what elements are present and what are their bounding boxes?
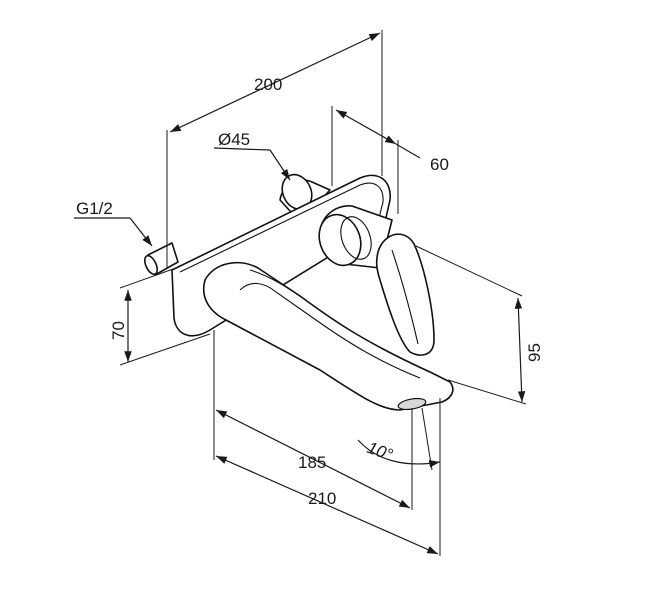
dimension-labels: 200 Ø45 60 G1/2 70 95 185 210 10° <box>76 75 544 508</box>
spout <box>203 261 454 411</box>
lever-cylinder-face <box>318 213 362 267</box>
label-spout-length: 185 <box>298 453 326 472</box>
lever-handle-highlight <box>391 249 419 345</box>
label-plate-height: 70 <box>109 321 128 340</box>
leader-diameter <box>213 147 271 151</box>
dim-line-60 <box>335 109 397 145</box>
label-escutcheon-diameter: Ø45 <box>218 130 250 149</box>
dim-line-210 <box>215 455 439 555</box>
label-width-total: 200 <box>254 75 282 94</box>
spout-top-edge <box>249 269 301 297</box>
label-overall-length: 210 <box>308 489 336 508</box>
wall-plate-inner-edge <box>179 182 384 273</box>
dim-line-200 <box>169 32 381 133</box>
extension-lines <box>119 30 527 556</box>
angle-arc-10 <box>357 439 441 468</box>
faucet-body <box>144 173 454 411</box>
inlet-pipe-end <box>144 254 158 276</box>
spout-aerator <box>397 397 427 411</box>
dim-line-95 <box>514 297 526 403</box>
lever-cylinder-ring <box>340 216 372 260</box>
dimension-lines <box>74 32 526 555</box>
spout-inner-contour <box>239 282 421 379</box>
label-lever-height: 95 <box>525 343 544 362</box>
label-depth: 60 <box>430 155 449 174</box>
label-thread: G1/2 <box>76 199 113 218</box>
